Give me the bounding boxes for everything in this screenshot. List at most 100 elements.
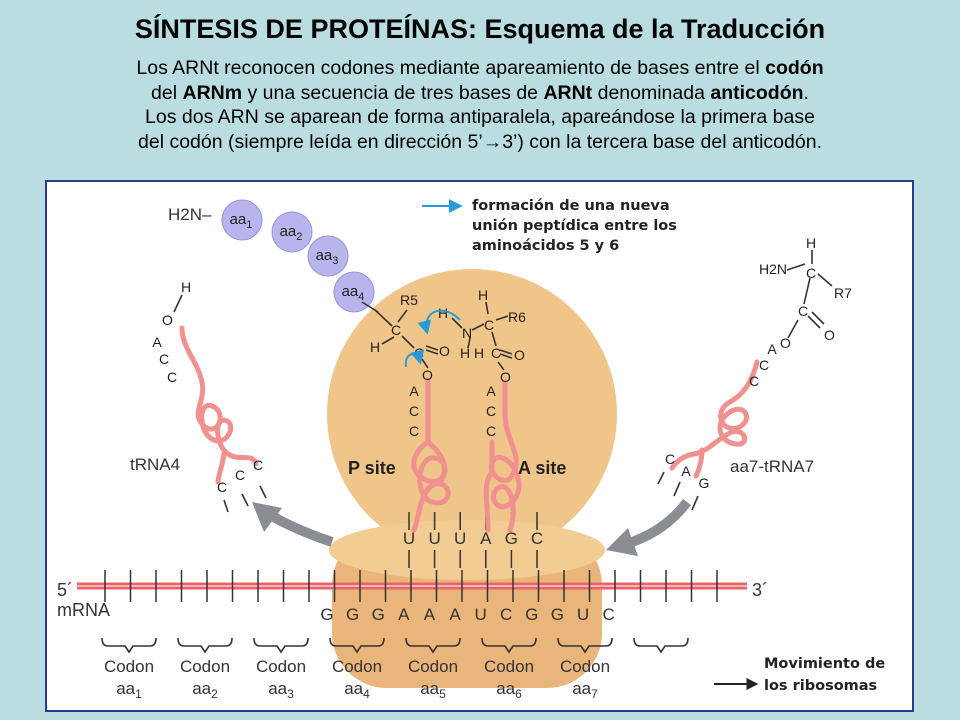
mrna-ticks (104, 570, 718, 602)
bond-formation-arrow (417, 309, 461, 335)
mrna-base: U (474, 605, 486, 624)
anticodon-tick (223, 499, 229, 513)
codon-group: Codon aa4 (329, 637, 385, 701)
anticodon-base: C (235, 467, 245, 483)
anticodon-base: C (217, 479, 227, 495)
svg-text:C: C (798, 303, 808, 319)
anticodon-base: A (681, 463, 691, 479)
anticodon-base: U (454, 529, 466, 548)
mrna-base: A (424, 605, 436, 624)
acc-base: A (486, 383, 496, 399)
ribosome-large-subunit (327, 269, 617, 559)
codon-bracket (177, 637, 233, 654)
anticodon-base: C (531, 529, 543, 548)
description-line-2: del ARNm y una secuencia de tres bases d… (151, 81, 809, 104)
svg-text:aa1: aa1 (230, 211, 253, 231)
acc-base: A (152, 334, 162, 350)
svg-text:H: H (478, 287, 488, 303)
svg-text:O: O (422, 367, 433, 383)
codon-label: Codon (180, 657, 230, 676)
acc-base: C (409, 403, 419, 419)
entry-arrow (624, 498, 691, 549)
a-site-label: A site (518, 458, 566, 478)
svg-text:formación de una nueva: formación de una nueva (472, 198, 670, 214)
svg-text:unión peptídica entre los: unión peptídica entre los (472, 218, 677, 234)
codon-aa-label: aa3 (268, 679, 294, 701)
mrna-base: G (372, 605, 385, 624)
description: Los ARNt reconocen codones mediante apar… (20, 56, 940, 154)
svg-text:R6: R6 (508, 309, 526, 325)
svg-text:O: O (500, 369, 511, 385)
mrna-base: A (449, 605, 461, 624)
svg-text:R7: R7 (834, 285, 852, 301)
p-site-acc-end: ACC (409, 383, 419, 439)
svg-text:Movimiento de: Movimiento de (764, 656, 885, 672)
acc-base: C (167, 369, 177, 385)
acc-base: A (409, 383, 419, 399)
codon-aa-label: aa4 (344, 679, 370, 701)
trna4-o: O (162, 312, 173, 328)
svg-text:H2N: H2N (759, 261, 787, 277)
codon-aa-label: aa6 (496, 679, 522, 701)
mrna-base: G (320, 605, 333, 624)
acc-base: C (409, 423, 419, 439)
svg-text:O: O (780, 335, 791, 351)
codon-label: Codon (408, 657, 458, 676)
codon-bracket (253, 637, 309, 654)
svg-text:H: H (438, 305, 448, 321)
legend-movement-text: Movimiento de los ribosomas (764, 656, 885, 694)
mrna-base: G (551, 605, 564, 624)
codon-group: Codon aa2 (177, 637, 233, 701)
codon-bracket (329, 637, 385, 654)
svg-text:C: C (806, 265, 816, 281)
codon-aa-label: aa2 (192, 679, 218, 701)
anticodon-base: C (253, 457, 263, 473)
amino-acid-bead: aa3 (307, 235, 349, 277)
amino-acid-bead: aa1 (221, 199, 263, 241)
mrna-base: C (500, 605, 512, 624)
codon-bracket-empty (633, 637, 689, 654)
codon-bracket (101, 637, 157, 654)
acc-base: C (486, 423, 496, 439)
amino-acid-bead: aa4 (333, 271, 375, 313)
trna7-label: aa7-tRNA7 (730, 457, 814, 476)
anticodon-base: A (480, 529, 492, 548)
chain-link (361, 301, 379, 313)
trna7 (669, 359, 760, 479)
anticodon-tick (259, 485, 267, 499)
svg-text:O: O (514, 347, 525, 363)
anticodon-base: G (699, 475, 710, 491)
svg-text:C: C (484, 317, 494, 333)
codon-label: Codon (332, 657, 382, 676)
codon-bracket (557, 637, 613, 654)
p-site-trna (411, 377, 451, 533)
acc-base: C (486, 403, 496, 419)
acc-base: C (749, 373, 759, 389)
electron-shift-arrow (404, 349, 425, 368)
chain-h2n: H2N– (168, 205, 212, 224)
anticodon-base: U (403, 529, 415, 548)
mrna-label: mRNA (57, 600, 110, 620)
entry-arrowhead (606, 528, 638, 556)
svg-text:H: H (370, 339, 380, 355)
svg-text:N: N (462, 325, 472, 341)
trna4 (179, 325, 259, 485)
mrna-3-prime: 3´ (752, 580, 768, 600)
svg-text:O: O (439, 343, 450, 359)
anticodon-base: C (665, 451, 675, 467)
description-line-3: Los dos ARN se aparean de forma antipara… (145, 106, 815, 128)
a-site-trna (483, 379, 522, 533)
anticodon-base: G (505, 529, 518, 548)
codon-aa-label: aa7 (572, 679, 598, 701)
svg-text:H: H (806, 235, 816, 251)
acc-base: C (759, 357, 769, 373)
anticodon-base: U (428, 529, 440, 548)
codon-label: Codon (104, 657, 154, 676)
svg-text:aminoácidos 5 y 6: aminoácidos 5 y 6 (472, 238, 619, 254)
svg-text:R5: R5 (400, 292, 418, 308)
